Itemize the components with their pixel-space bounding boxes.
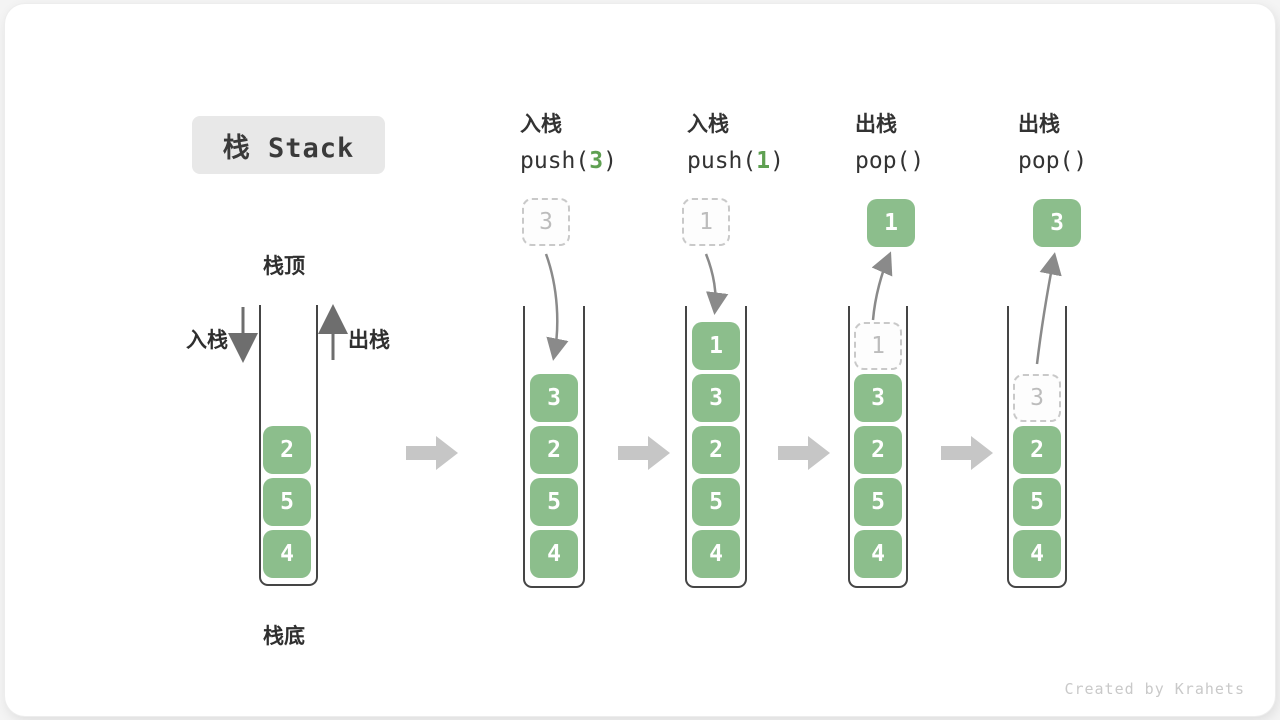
stack-block: 5 [1013, 478, 1061, 526]
stack-block: 3 [692, 374, 740, 422]
step-arrow-icon [941, 436, 993, 470]
step-header-push3: 入栈 push(3) [520, 110, 690, 176]
op-label: 出栈 [855, 113, 897, 136]
pop2-motion-arrow [1035, 252, 1062, 365]
stack-block: 5 [692, 478, 740, 526]
stack-block: 4 [1013, 530, 1061, 578]
stack-container-pop2 [1007, 306, 1067, 588]
step-header-push1: 入栈 push(1) [687, 110, 857, 176]
stack-bottom-label: 栈底 [263, 625, 305, 648]
stack-block: 3 [530, 374, 578, 422]
popped-ghost-slot: 1 [854, 322, 902, 370]
stack-block: 4 [263, 530, 311, 578]
stack-block: 2 [1013, 426, 1061, 474]
code-arg: 1 [756, 148, 771, 174]
popped-ghost-slot: 3 [1013, 374, 1061, 422]
step-arrow-icon [778, 436, 830, 470]
op-code: push(3) [520, 148, 617, 174]
stack-container-push1 [685, 306, 747, 588]
stack-block: 3 [854, 374, 902, 422]
stack-block: 2 [854, 426, 902, 474]
op-label: 入栈 [687, 113, 729, 136]
op-code: pop() [855, 148, 925, 174]
stack-block: 5 [854, 478, 902, 526]
watermark: Created by Krahets [1064, 680, 1245, 698]
stack-block: 5 [530, 478, 578, 526]
op-label: 出栈 [1018, 113, 1060, 136]
floating-popped-value: 3 [1033, 199, 1081, 247]
floating-popped-value: 1 [867, 199, 915, 247]
step-arrow-icon [618, 436, 670, 470]
push1-motion-arrow [704, 253, 729, 315]
title-badge: 栈 Stack [192, 116, 385, 174]
push-side-label: 入栈 [186, 329, 228, 352]
stack-container-initial [259, 305, 318, 586]
arrows-overlay [228, 251, 1062, 365]
step-header-pop2: 出栈 pop() [1018, 110, 1188, 176]
stack-container-push3 [523, 306, 585, 588]
stack-top-label: 栈顶 [263, 255, 305, 278]
stack-block: 5 [263, 478, 311, 526]
floating-ghost-value: 1 [682, 198, 730, 246]
op-label: 入栈 [520, 113, 562, 136]
op-code: pop() [1018, 148, 1088, 174]
title-text: 栈 Stack [222, 132, 355, 164]
stack-block: 2 [263, 426, 311, 474]
step-arrow-icon [406, 436, 458, 470]
stack-block: 1 [692, 322, 740, 370]
pop1-motion-arrow [871, 251, 893, 321]
stack-block: 4 [854, 530, 902, 578]
stack-block: 2 [692, 426, 740, 474]
step-header-pop1: 出栈 pop() [855, 110, 1025, 176]
floating-ghost-value: 3 [522, 198, 570, 246]
push3-motion-arrow [544, 253, 569, 361]
stack-container-pop1 [848, 306, 908, 588]
code-arg: 3 [589, 148, 604, 174]
stack-block: 4 [692, 530, 740, 578]
pop-side-label: 出栈 [348, 329, 390, 352]
stack-block: 2 [530, 426, 578, 474]
diagram-card: 栈 Stack 入栈 push(3) 入栈 push(1) 出栈 pop() 出… [5, 4, 1275, 716]
op-code: push(1) [687, 148, 784, 174]
stack-block: 4 [530, 530, 578, 578]
